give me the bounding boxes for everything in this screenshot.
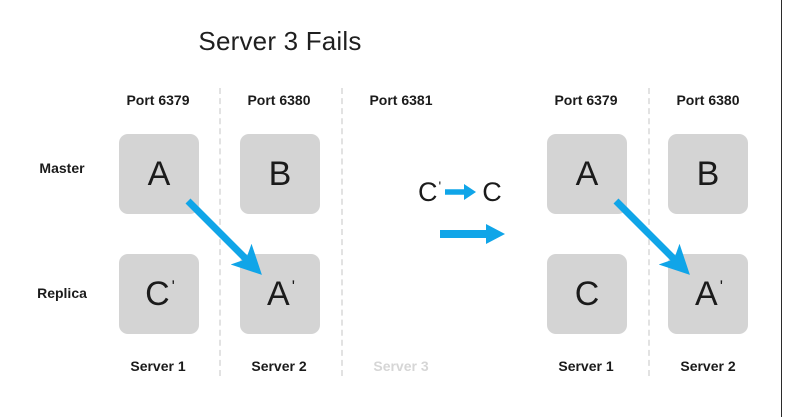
divider-right-1	[648, 88, 650, 376]
server-label-right-1: Server 1	[558, 358, 614, 374]
node-right-s1-master: A	[547, 134, 627, 214]
node-right-s2-master: B	[668, 134, 748, 214]
node-glyph: A	[147, 155, 171, 193]
server-label-left-1: Server 1	[130, 358, 186, 374]
frame-right-edge	[781, 0, 782, 417]
row-label-master: Master	[39, 160, 85, 176]
prime-mark: ʹ	[438, 177, 442, 194]
node-glyph: A	[575, 155, 599, 193]
divider-left-2	[341, 88, 343, 376]
transition-right-arrow-icon	[440, 222, 506, 246]
row-label-replica: Replica	[37, 285, 87, 301]
prime-mark: ʹ	[171, 277, 175, 296]
port-label-left-6379: Port 6379	[126, 92, 190, 108]
port-label-left-6380: Port 6380	[247, 92, 311, 108]
page-title: Server 3 Fails	[198, 26, 362, 56]
node-glyph: B	[696, 155, 720, 193]
node-left-s1-master: A	[119, 134, 199, 214]
middle-annotation: Cʹ C	[418, 172, 502, 212]
port-label-right-6379: Port 6379	[554, 92, 618, 108]
divider-left-1	[219, 88, 221, 376]
port-label-right-6380: Port 6380	[676, 92, 740, 108]
node-right-s1-replica: C	[547, 254, 627, 334]
mid-annotation-from: Cʹ	[418, 176, 442, 207]
node-glyph: C	[574, 275, 600, 313]
node-glyph: B	[268, 155, 292, 193]
port-label-left-6381: Port 6381	[369, 92, 433, 108]
server-label-left-3-failed: Server 3	[373, 358, 429, 374]
right-arrow-icon	[445, 183, 477, 201]
prime-mark: ʹ	[719, 277, 723, 296]
server-label-right-2: Server 2	[680, 358, 736, 374]
prime-mark: ʹ	[291, 277, 295, 296]
mid-annotation-to: C	[482, 176, 502, 207]
server-label-left-2: Server 2	[251, 358, 307, 374]
node-left-s2-master: B	[240, 134, 320, 214]
